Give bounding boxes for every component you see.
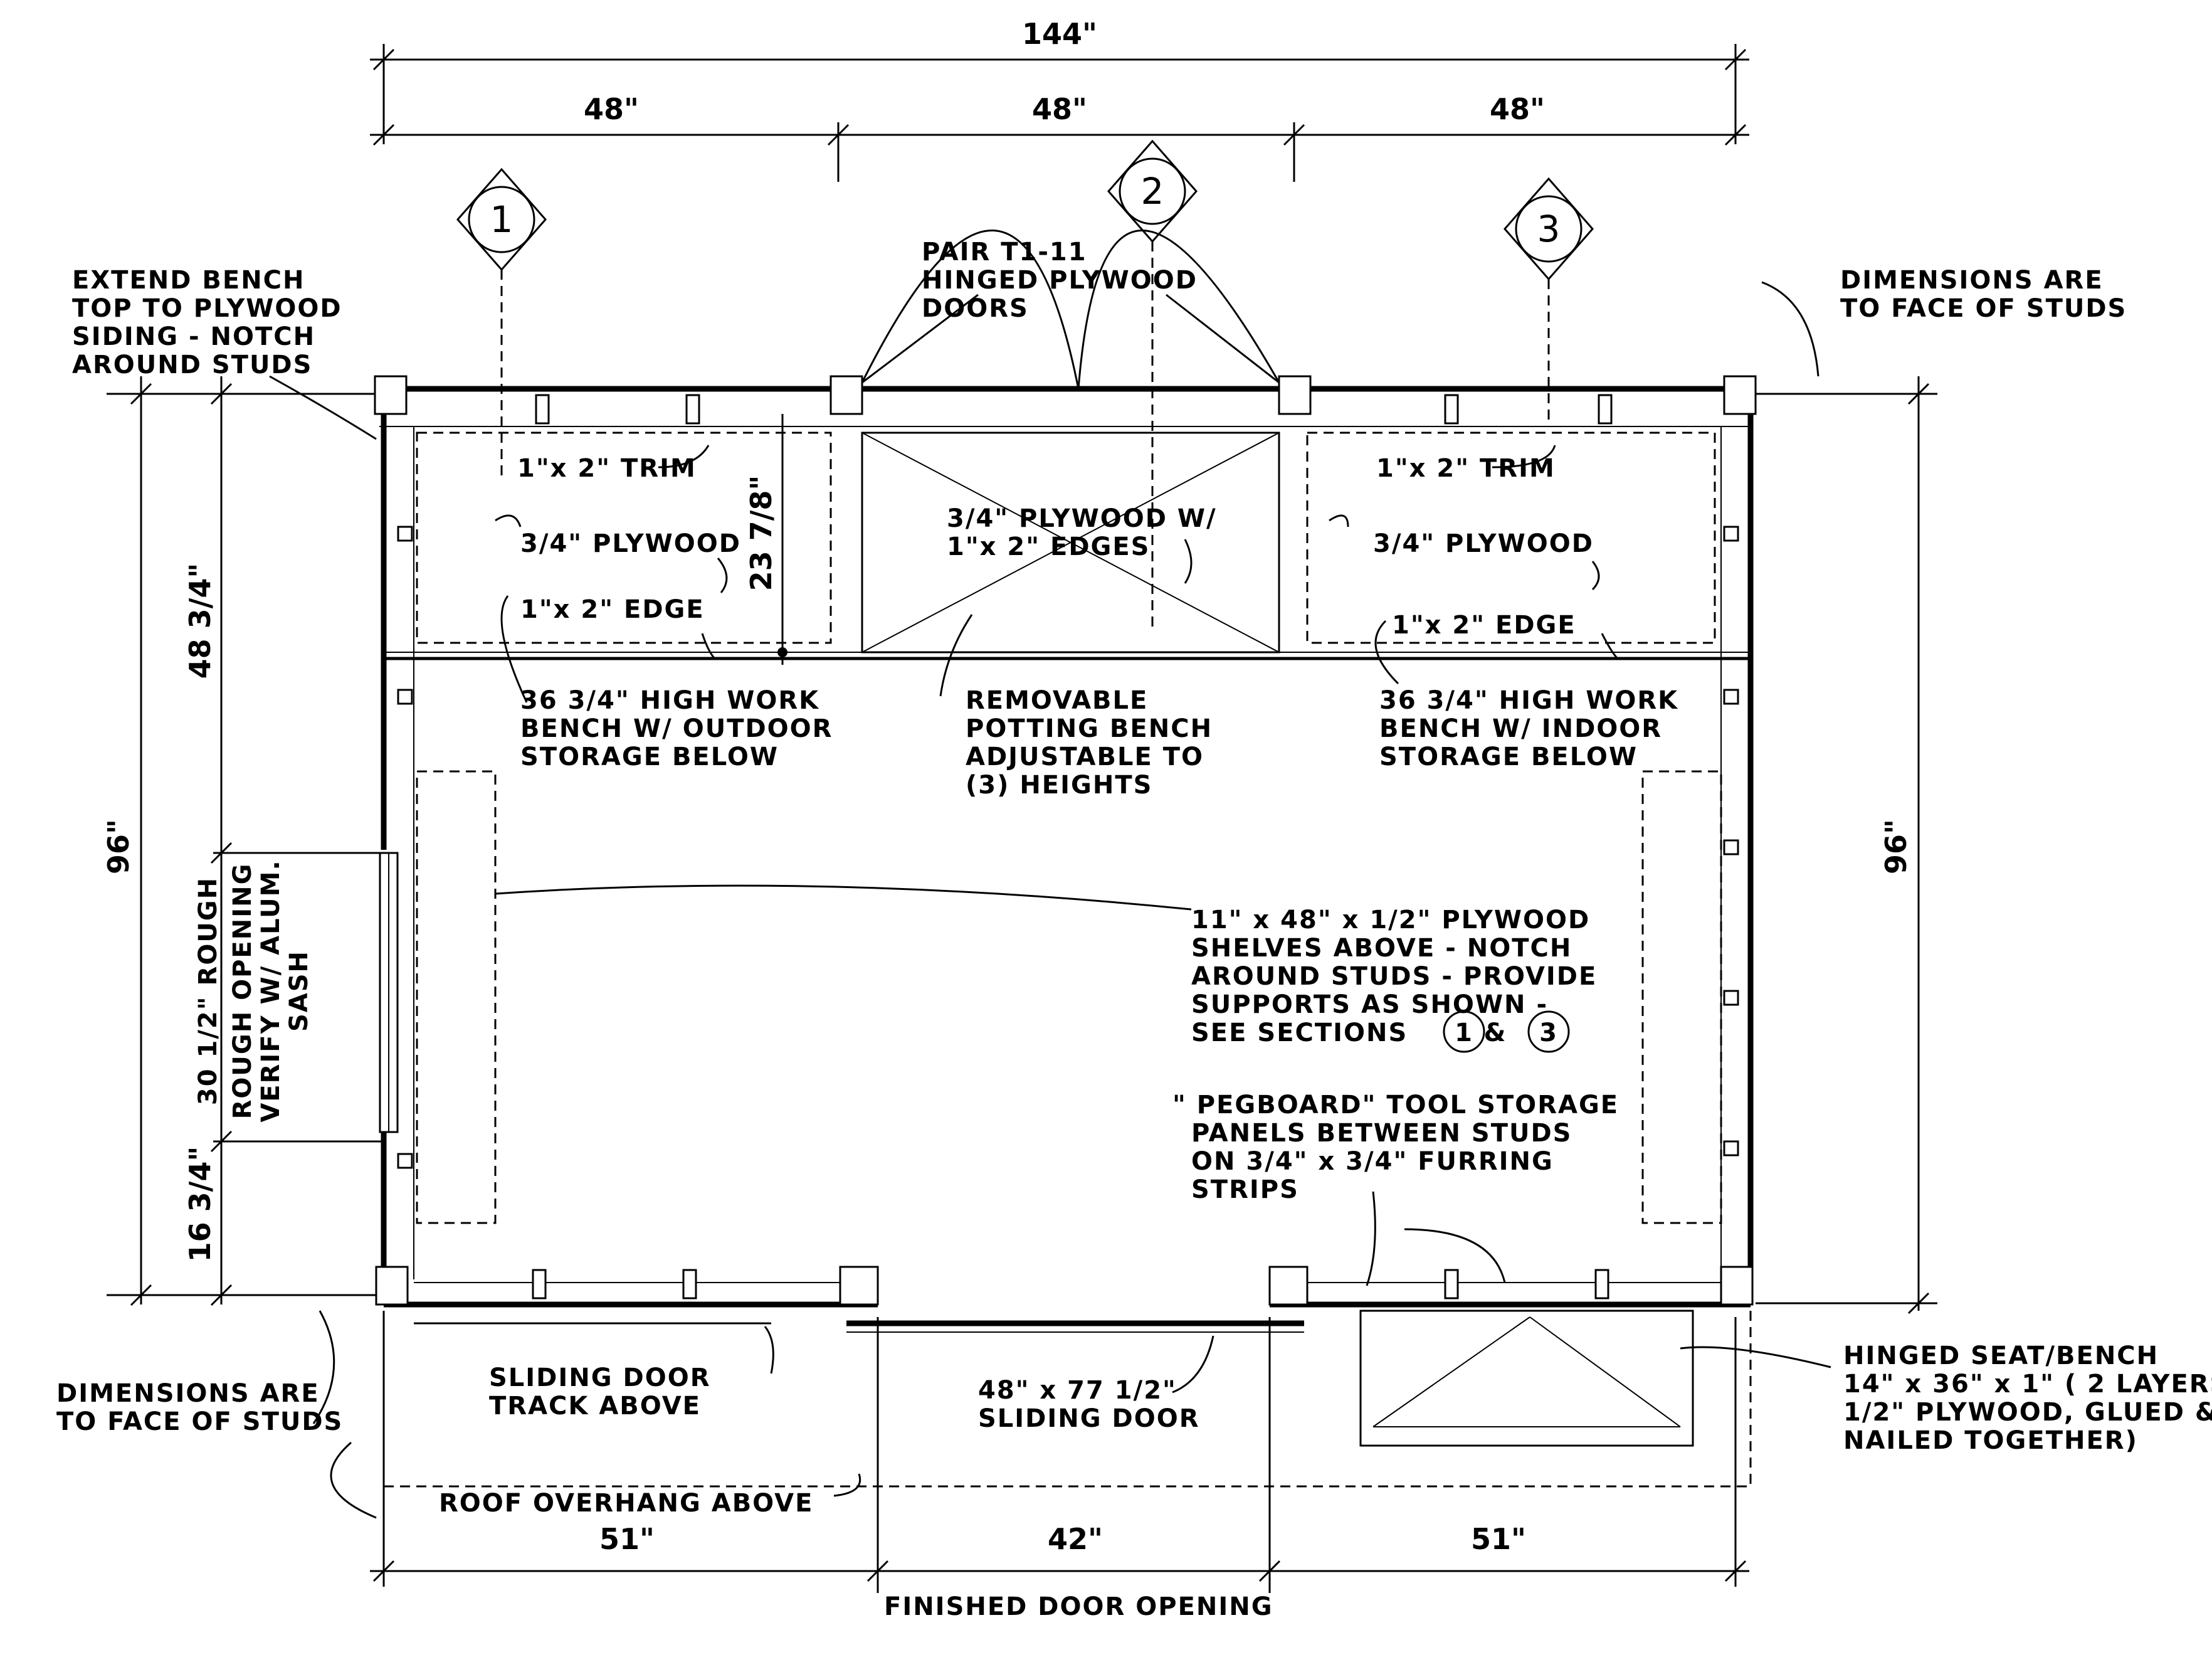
dim-bay-1: 48" [584, 92, 639, 126]
note-pegboard-2: PANELS BETWEEN STUDS [1191, 1119, 1572, 1148]
note-trim-left: 1"x 2" TRIM [517, 454, 697, 483]
note-bench-right-3: STORAGE BELOW [1379, 743, 1638, 771]
note-shelves-2: SHELVES ABOVE - NOTCH [1191, 934, 1572, 963]
note-hinged-seat-2: 14" x 36" x 1" ( 2 LAYERS [1843, 1370, 2212, 1399]
note-window-3: SASH [285, 950, 313, 1032]
annotation-text: EXTEND BENCH TOP TO PLYWOOD SIDING - NOT… [56, 238, 2212, 1621]
note-bench-center-1: REMOVABLE [966, 686, 1148, 715]
note-extend-bench-2: TOP TO PLYWOOD [72, 294, 342, 323]
dim-bottom-1: 51" [599, 1522, 655, 1556]
dim-left-overall: 96" [102, 819, 135, 874]
note-dims-face-top-1: DIMENSIONS ARE [1840, 266, 2104, 295]
note-bench-center-4: (3) HEIGHTS [966, 771, 1152, 800]
note-plywood-left: 3/4" PLYWOOD [520, 529, 741, 558]
note-sliding-track-2: TRACK ABOVE [489, 1392, 701, 1421]
note-finished-opening: FINISHED DOOR OPENING [884, 1592, 1273, 1621]
note-roof-overhang: ROOF OVERHANG ABOVE [439, 1489, 813, 1518]
note-plywood-right: 3/4" PLYWOOD [1373, 529, 1594, 558]
dim-bay-2: 48" [1032, 92, 1087, 126]
note-shelves-ref-1: 1 [1455, 1019, 1473, 1047]
dim-left-lower: 16 3/4" [183, 1146, 217, 1262]
note-shelves-amp: & [1484, 1019, 1507, 1047]
note-hinged-seat-1: HINGED SEAT/BENCH [1843, 1342, 2159, 1370]
note-bench-left-1: 36 3/4" HIGH WORK [520, 686, 819, 715]
note-sliding-door-2: SLIDING DOOR [978, 1404, 1200, 1433]
section-label-1: 1 [490, 198, 514, 241]
note-edge-left: 1"x 2" EDGE [520, 595, 705, 624]
note-pegboard-3: ON 3/4" x 3/4" FURRING [1191, 1147, 1554, 1176]
dim-left-upper: 48 3/4" [183, 563, 217, 679]
note-bench-center-3: ADJUSTABLE TO [966, 743, 1204, 771]
note-shelves-ref-3: 3 [1539, 1019, 1558, 1047]
dim-bench-depth: 23 7/8" [744, 475, 778, 591]
dim-bottom-2: 42" [1048, 1522, 1103, 1556]
note-pegboard-4: STRIPS [1191, 1175, 1299, 1204]
section-marker-2: 2 [1107, 139, 1198, 627]
dim-left-window: 30 1/2" ROUGH [194, 877, 223, 1105]
shelves [416, 770, 1722, 1224]
studs [374, 375, 1757, 1306]
note-pegboard-1: " PEGBOARD" TOOL STORAGE [1172, 1091, 1619, 1119]
note-plywood-center-1: 3/4" PLYWOOD W/ [947, 504, 1217, 533]
note-sliding-door-1: 48" x 77 1/2" [978, 1376, 1177, 1405]
door-swings [861, 230, 1280, 389]
note-extend-bench-3: SIDING - NOTCH [72, 322, 315, 351]
dimension-lines [107, 44, 1937, 1593]
note-window-1: ROUGH OPENING [228, 863, 257, 1119]
note-dims-face-bottom-2: TO FACE OF STUDS [56, 1407, 343, 1436]
note-dims-face-top-2: TO FACE OF STUDS [1840, 294, 2127, 323]
note-window-2: VERIFY W/ ALUM. [256, 859, 285, 1122]
note-doors-2: HINGED PLYWOOD [922, 266, 1198, 295]
hinged-seat-bench [1359, 1310, 1694, 1447]
note-bench-left-3: STORAGE BELOW [520, 743, 779, 771]
note-shelves-4: SUPPORTS AS SHOWN - [1191, 990, 1548, 1019]
note-doors-1: PAIR T1-11 [922, 238, 1087, 267]
section-marker-1: 1 [456, 167, 547, 477]
note-shelves-5: SEE SECTIONS [1191, 1019, 1408, 1047]
roof-overhang [382, 1311, 1752, 1488]
note-edge-right: 1"x 2" EDGE [1392, 611, 1576, 640]
dim-right-overall: 96" [1879, 819, 1913, 874]
note-bench-center-2: POTTING BENCH [966, 714, 1213, 743]
note-trim-right: 1"x 2" TRIM [1376, 454, 1556, 483]
dim-bay-3: 48" [1490, 92, 1545, 126]
note-shelves-3: AROUND STUDS - PROVIDE [1191, 962, 1597, 991]
note-shelves-1: 11" x 48" x 1/2" PLYWOOD [1191, 906, 1590, 934]
note-extend-bench-4: AROUND STUDS [72, 351, 312, 379]
note-bench-left-2: BENCH W/ OUTDOOR [520, 714, 833, 743]
note-hinged-seat-4: NAILED TOGETHER) [1843, 1426, 2138, 1455]
note-hinged-seat-3: 1/2" PLYWOOD, GLUED & [1843, 1398, 2212, 1427]
note-plywood-center-2: 1"x 2" EDGES [947, 532, 1151, 561]
benches [384, 431, 1751, 660]
note-doors-3: DOORS [922, 294, 1029, 323]
dim-bottom-3: 51" [1471, 1522, 1526, 1556]
note-bench-right-1: 36 3/4" HIGH WORK [1379, 686, 1678, 715]
section-label-3: 3 [1537, 208, 1561, 250]
section-label-2: 2 [1141, 170, 1164, 213]
dimension-text: 144" 48" 48" 48" 51" 42" 51" 96" 96" 48 … [102, 17, 1913, 1556]
note-sliding-track-1: SLIDING DOOR [489, 1363, 711, 1392]
note-bench-right-2: BENCH W/ INDOOR [1379, 714, 1662, 743]
section-marker-3: 3 [1504, 177, 1594, 426]
note-extend-bench-1: EXTEND BENCH [72, 266, 305, 295]
note-dims-face-bottom-1: DIMENSIONS ARE [56, 1379, 320, 1408]
walls [379, 386, 1754, 1333]
dim-overall-width: 144" [1022, 17, 1097, 51]
leader-arrows [269, 281, 1831, 1519]
